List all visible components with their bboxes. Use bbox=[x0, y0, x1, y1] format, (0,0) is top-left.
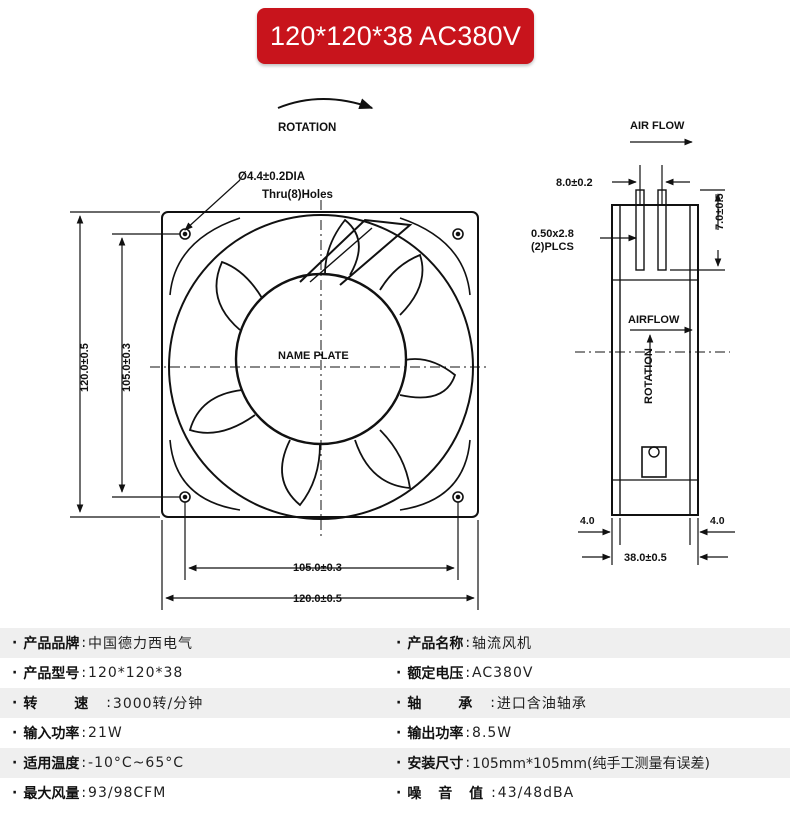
spec-input-power: ·输入功率:21W bbox=[12, 725, 123, 742]
spec-label: 产品型号 bbox=[23, 666, 80, 682]
dim-4-left-label: 4.0 bbox=[580, 515, 595, 527]
spec-row: ·最大风量:93/98CFM ·噪 音 值:43/48dBA bbox=[0, 778, 790, 808]
spec-voltage: ·额定电压:AC380V bbox=[396, 665, 534, 682]
spec-value: 3000转/分钟 bbox=[112, 696, 204, 712]
dim-120-left-label: 120.0±0.5 bbox=[79, 343, 91, 392]
terminal-count-label: (2)PLCS bbox=[531, 241, 574, 253]
spec-row: ·输入功率:21W ·输出功率:8.5W bbox=[0, 718, 790, 748]
spec-temperature: ·适用温度:-10°C~65°C bbox=[12, 755, 185, 772]
hole-count-label: Thru(8)Holes bbox=[262, 189, 333, 201]
spec-label: 噪 音 值 bbox=[407, 786, 490, 802]
spec-value: 中国德力西电气 bbox=[88, 636, 194, 652]
spec-output-power: ·输出功率:8.5W bbox=[396, 725, 513, 742]
spec-brand: ·产品品牌:中国德力西电气 bbox=[12, 635, 194, 652]
spec-label: 最大风量 bbox=[23, 786, 80, 802]
terminal-spec-label: 0.50x2.8 bbox=[531, 228, 574, 240]
spec-label: 额定电压 bbox=[407, 666, 464, 682]
hole-spec-label: Ø4.4±0.2DIA bbox=[238, 171, 305, 183]
spec-value: 21W bbox=[88, 725, 123, 741]
front-dimensions bbox=[70, 179, 479, 610]
spec-value: 93/98CFM bbox=[88, 785, 167, 801]
side-housing bbox=[611, 204, 699, 516]
spec-airflow: ·最大风量:93/98CFM bbox=[12, 785, 167, 802]
spec-row: ·适用温度:-10°C~65°C ·安装尺寸:105mm*105mm(纯手工测量… bbox=[0, 748, 790, 778]
spec-value: 进口含油轴承 bbox=[496, 696, 587, 712]
spec-value: 120*120*38 bbox=[88, 665, 184, 681]
spec-row: ·转 速:3000转/分钟 ·轴 承:进口含油轴承 bbox=[0, 688, 790, 718]
spec-value: 43/48dBA bbox=[497, 785, 575, 801]
dim-7-label: 7.0±0.5 bbox=[714, 193, 726, 230]
dim-120-bottom-label: 120.0±0.5 bbox=[293, 593, 342, 605]
spec-model: ·产品型号:120*120*38 bbox=[12, 665, 184, 682]
spec-label: 产品名称 bbox=[407, 636, 464, 652]
rotation-label: ROTATION bbox=[278, 122, 336, 134]
side-dimensions bbox=[578, 138, 735, 565]
nameplate-label: NAME PLATE bbox=[278, 350, 349, 362]
spec-value: 轴流风机 bbox=[472, 636, 533, 652]
dim-4-right-label: 4.0 bbox=[710, 515, 725, 527]
rotation-arrow bbox=[277, 98, 374, 110]
spec-product-name: ·产品名称:轴流风机 bbox=[396, 635, 533, 652]
title-badge: 120*120*38 AC380V bbox=[257, 8, 534, 64]
spec-value: 105mm*105mm(纯手工测量有误差) bbox=[472, 756, 710, 772]
spec-bearing: ·轴 承:进口含油轴承 bbox=[396, 695, 587, 712]
spec-label: 输出功率 bbox=[407, 726, 464, 742]
spec-table: ·产品品牌:中国德力西电气 ·产品名称:轴流风机 ·产品型号:120*120*3… bbox=[0, 628, 790, 813]
dim-8-label: 8.0±0.2 bbox=[556, 177, 593, 189]
page-title: 120*120*38 AC380V bbox=[269, 20, 522, 51]
spec-value: -10°C~65°C bbox=[88, 755, 185, 771]
fan-frame bbox=[161, 211, 479, 518]
airflow-side-label: AIRFLOW bbox=[628, 314, 680, 326]
spec-speed: ·转 速:3000转/分钟 bbox=[12, 695, 204, 712]
spec-label: 适用温度 bbox=[23, 756, 80, 772]
spec-label: 输入功率 bbox=[23, 726, 80, 742]
airflow-top-label: AIR FLOW bbox=[630, 120, 685, 132]
fan-blades bbox=[188, 218, 457, 507]
fan-dimension-drawing: ROTATION Ø4.4±0.2DIA Thru(8)Holes NAME P… bbox=[70, 98, 735, 610]
dim-38-label: 38.0±0.5 bbox=[624, 552, 667, 564]
spec-label: 安装尺寸 bbox=[407, 756, 464, 772]
spec-label: 转 速 bbox=[23, 696, 105, 712]
front-view bbox=[150, 98, 490, 540]
spec-label: 轴 承 bbox=[407, 696, 489, 712]
dim-105-bottom-label: 105.0±0.3 bbox=[293, 562, 342, 574]
rotation-side-label: ROTATION bbox=[643, 348, 655, 404]
spec-value: 8.5W bbox=[472, 725, 513, 741]
dim-105-left-label: 105.0±0.3 bbox=[121, 343, 133, 392]
spec-value: AC380V bbox=[472, 665, 534, 681]
spec-row: ·产品型号:120*120*38 ·额定电压:AC380V bbox=[0, 658, 790, 688]
spec-row: ·产品品牌:中国德力西电气 ·产品名称:轴流风机 bbox=[0, 628, 790, 658]
spec-mount-size: ·安装尺寸:105mm*105mm(纯手工测量有误差) bbox=[396, 755, 710, 772]
spec-label: 产品品牌 bbox=[23, 636, 80, 652]
spec-noise: ·噪 音 值:43/48dBA bbox=[396, 785, 575, 802]
